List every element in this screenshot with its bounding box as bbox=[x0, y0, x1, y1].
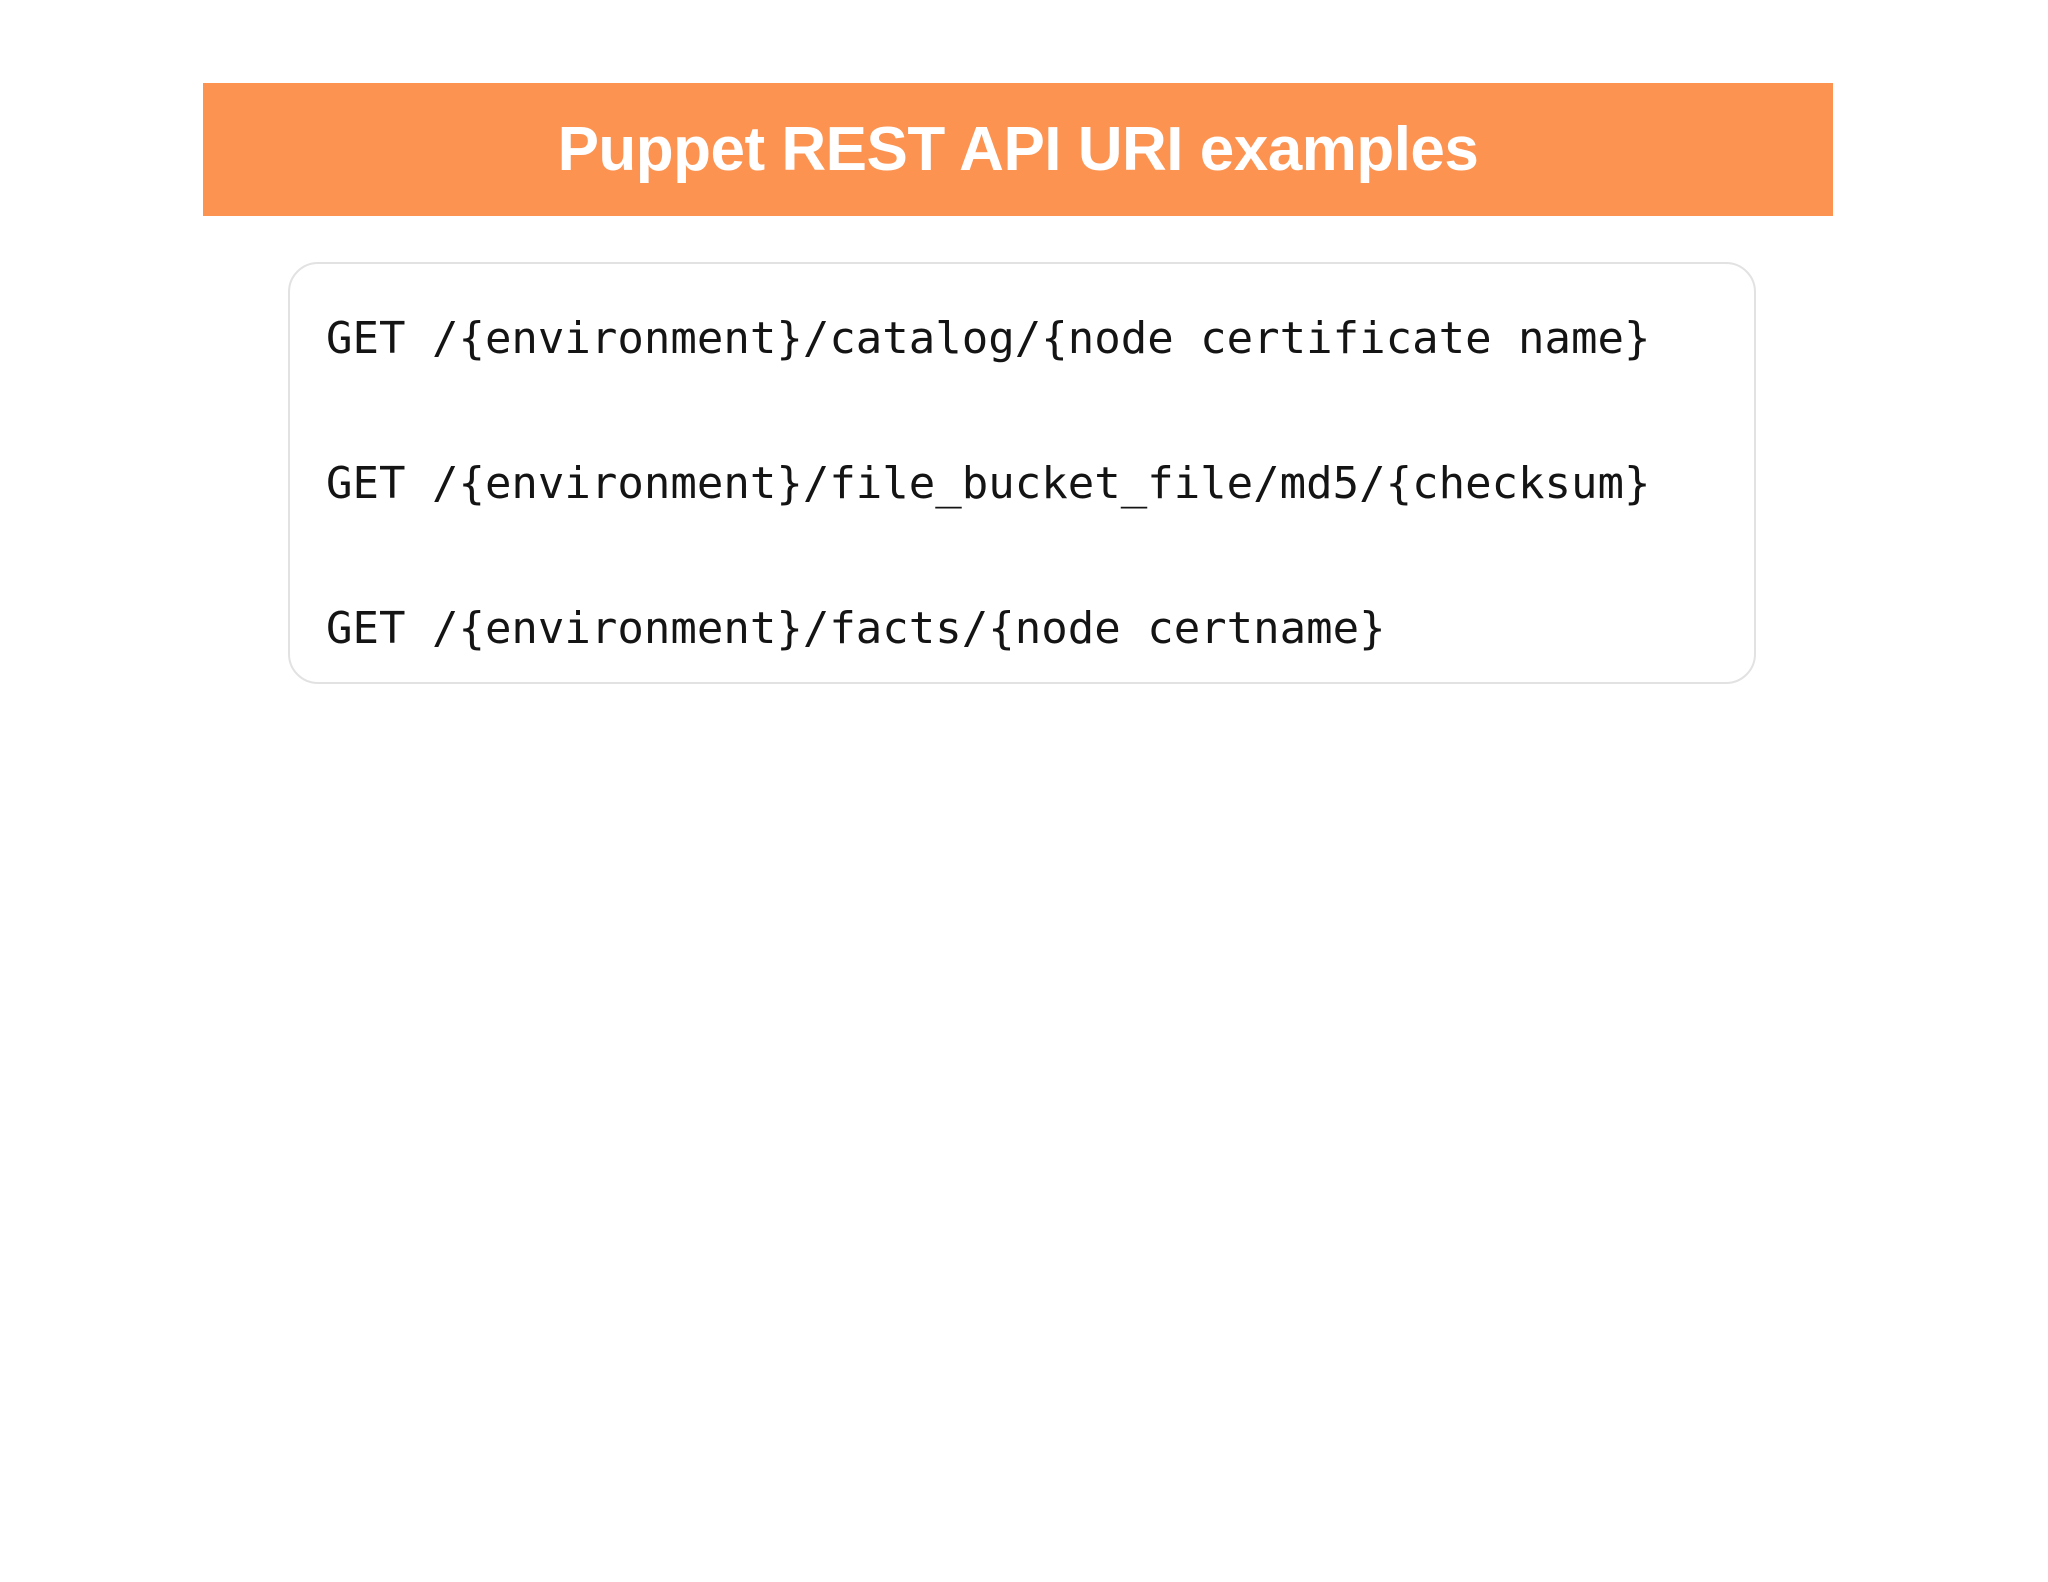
page-title: Puppet REST API URI examples bbox=[557, 114, 1479, 184]
code-examples-card: GET /{environment}/catalog/{node certifi… bbox=[288, 262, 1756, 684]
code-line-file-bucket-file: GET /{environment}/file_bucket_file/md5/… bbox=[326, 458, 1651, 509]
code-line-facts: GET /{environment}/facts/{node certname} bbox=[326, 603, 1386, 654]
title-banner: Puppet REST API URI examples bbox=[203, 83, 1833, 216]
code-line-catalog: GET /{environment}/catalog/{node certifi… bbox=[326, 313, 1651, 364]
